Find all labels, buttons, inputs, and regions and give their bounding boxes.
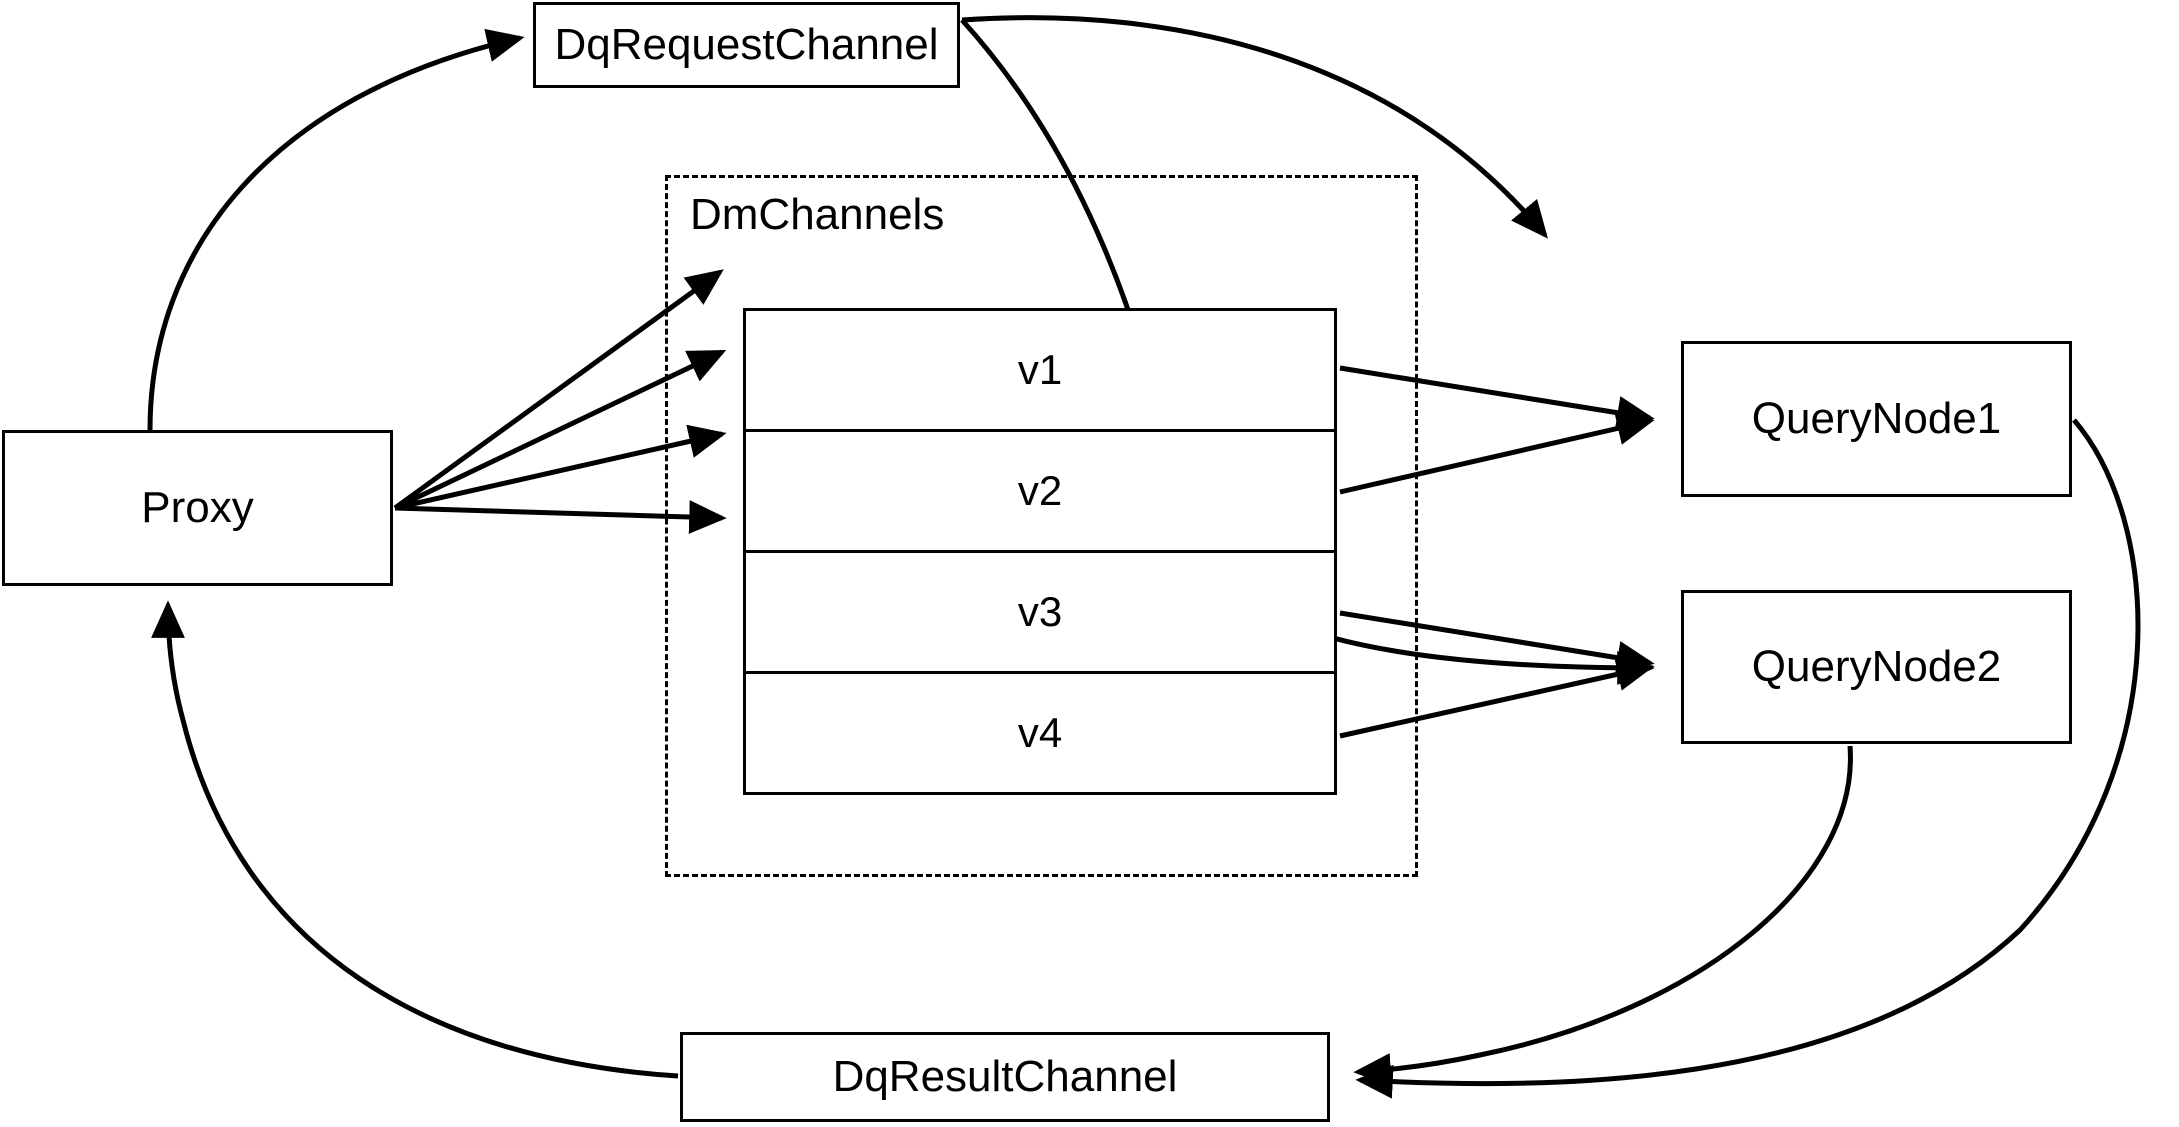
node-query-node-2[interactable]: QueryNode2 xyxy=(1681,590,2072,744)
dm-channels-group xyxy=(665,175,1418,877)
node-query-node-1[interactable]: QueryNode1 xyxy=(1681,341,2072,497)
edge-query-node-1-to-dq-result-channel xyxy=(1355,418,2141,1099)
dm-channels-table: v1 v2 v3 v4 xyxy=(743,308,1337,795)
channel-row-v4[interactable]: v4 xyxy=(1017,709,1063,756)
edge-v1-to-query-node-1 xyxy=(1339,365,1655,430)
node-proxy[interactable]: Proxy xyxy=(2,430,393,586)
channel-row-v1[interactable]: v1 xyxy=(746,311,1334,432)
dm-channels-label: DmChannels xyxy=(690,190,945,239)
channel-row-v3[interactable]: v3 xyxy=(746,553,1334,674)
node-dq-result-channel[interactable]: DqResultChannel xyxy=(680,1032,1330,1122)
edge-v3-to-query-node-2 xyxy=(1339,610,1655,675)
edge-v4-to-query-node-2 xyxy=(1339,657,1655,739)
edge-v2-to-query-node-1 xyxy=(1339,411,1655,495)
edge-query-node-2-to-dq-result-channel xyxy=(1353,745,1853,1087)
edge-proxy-to-dq-request-channel xyxy=(147,28,525,431)
edge-dq-result-channel-to-proxy xyxy=(151,600,679,1079)
node-dq-request-channel[interactable]: DqRequestChannel xyxy=(533,2,960,88)
channel-row-v2[interactable]: v2 xyxy=(746,432,1334,553)
edge-dq-request-channel-to-query-node-1 xyxy=(961,15,1548,239)
